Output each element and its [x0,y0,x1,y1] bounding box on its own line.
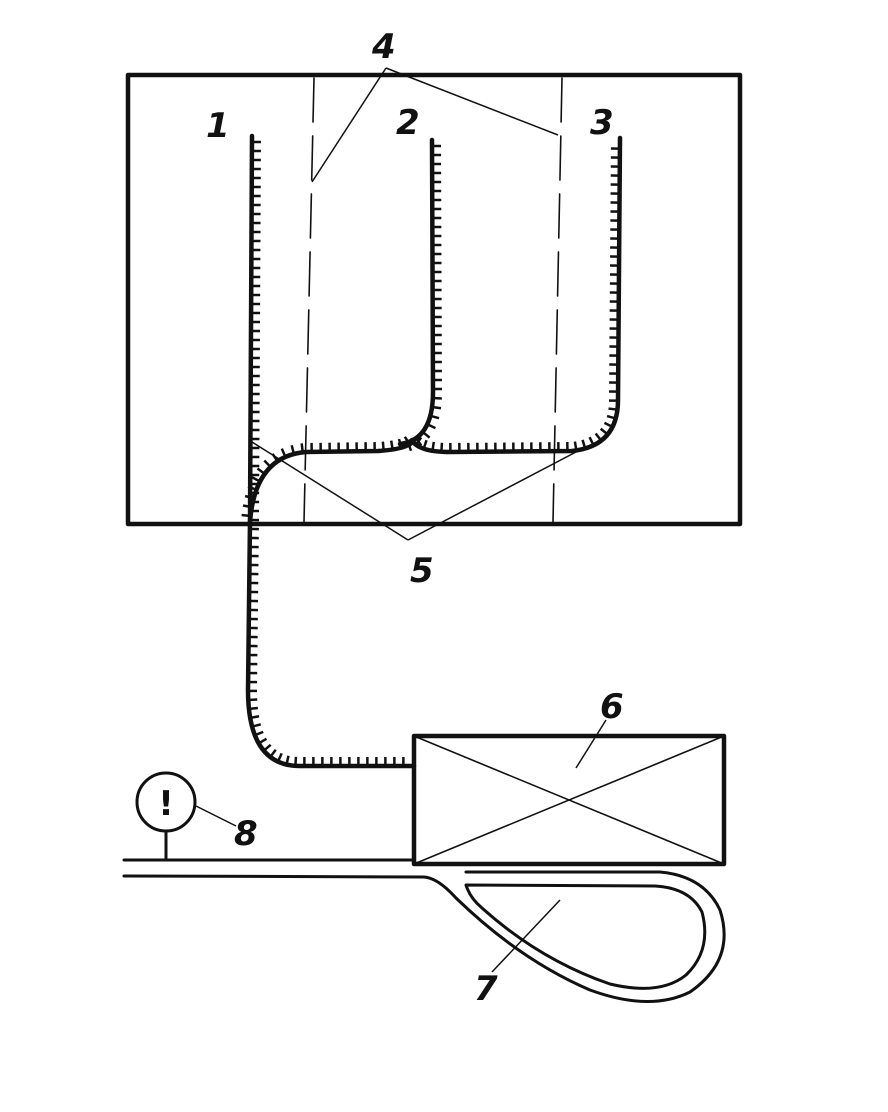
channel-2 [397,137,436,447]
hatch-tick [599,427,609,436]
hatch-tick [241,513,251,518]
hatch-tick [285,755,290,765]
road [122,858,726,1004]
building-6 [411,733,727,867]
branch-right [409,135,623,455]
hatch-tick [406,441,413,452]
hatch-tick [244,494,255,500]
label-8: 8 [234,814,258,854]
leader-5-b [407,451,577,541]
hatch-tick [251,476,261,483]
field-boundary [125,72,743,527]
hatch-tick [300,443,304,453]
hatch-tick [389,440,394,450]
hatch-tick [421,430,431,439]
label-4: 4 [371,27,396,67]
hatch-tick [594,432,603,442]
hatch-tick [290,444,296,455]
hatch-tick [256,467,266,475]
hatch-tick [397,438,403,449]
exclamation-icon: ! [158,784,174,824]
channel-network [245,133,623,769]
hatch-tick [581,439,587,449]
branch-left [247,437,417,525]
hatch-tick [414,436,423,446]
hatch-tick [242,504,253,509]
hatch-tick [269,749,277,758]
leader-5-a [251,441,409,541]
hatch-tick [606,414,617,420]
label-2: 2 [396,103,420,143]
hatch-tick [263,743,272,752]
hatch-tick [251,723,262,728]
dashed-line-left [303,77,315,523]
hatch-tick [608,407,618,411]
hatch-tick [280,448,287,458]
hatch-tick [381,441,385,451]
leader-4-b [385,67,559,136]
label-1: 1 [206,106,230,146]
hatch-tick [254,730,264,737]
label-6: 6 [600,687,624,727]
leader-6 [575,719,607,769]
hatch-tick [440,442,444,452]
hatch-tick [249,715,260,720]
label-5: 5 [410,551,434,591]
hatch-tick [429,414,440,420]
hatch-tick [276,752,283,763]
hatch-tick [263,459,272,468]
hatch-tick [588,436,595,446]
hatch-tick [247,485,257,491]
dashed-line-right [552,77,563,523]
hatch-tick [603,421,614,428]
label-3: 3 [590,103,614,143]
hatch-tick [294,756,298,766]
hatch-tick [248,706,259,711]
hatch-tick [422,439,428,450]
hatch-tick [426,423,436,430]
channel-hatching [241,140,620,766]
hatch-tick [431,441,436,452]
hatch-tick [258,737,268,745]
hatch-tick [573,441,578,451]
leader-8 [195,805,237,827]
warning-sign-8: ! [135,771,197,862]
leader-7 [491,899,561,973]
label-7: 7 [474,969,498,1009]
leader-4-a [311,67,387,183]
hatch-tick [431,405,442,410]
